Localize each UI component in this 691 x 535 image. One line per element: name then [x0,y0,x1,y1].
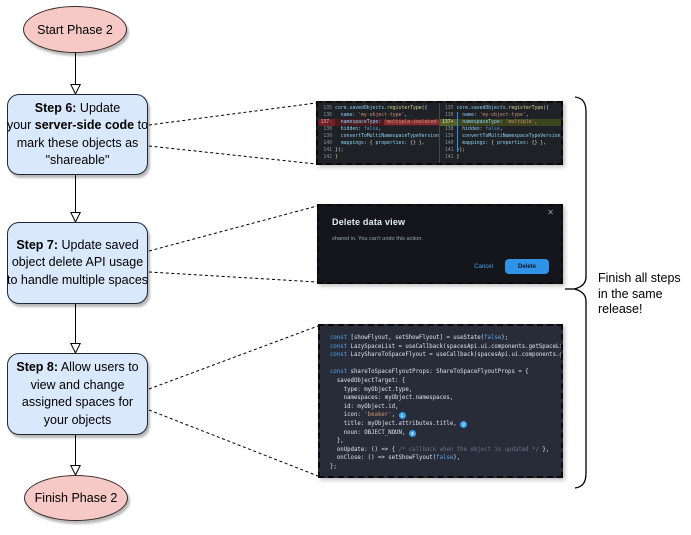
start-node: Start Phase 2 [23,6,127,53]
modal-body: shared in. You can't undo this action. [332,235,548,243]
delete-modal-panel: Delete data view ✕ shared in. You can't … [317,204,563,284]
delete-modal: Delete data view ✕ shared in. You can't … [319,206,561,282]
delete-button[interactable]: Delete [504,259,549,274]
finish-node: Finish Phase 2 [24,475,128,521]
brace-note: Finish all steps in the same release! [598,271,681,316]
close-icon[interactable]: ✕ [547,208,554,217]
start-label: Start Phase 2 [37,22,113,37]
modal-body-line-2: shared in. You can't undo this action. [332,236,423,242]
code-snippet-panel: const [showFlyout, setShowFlyout] = useS… [318,324,563,478]
finish-label: Finish Phase 2 [34,491,118,505]
indent-guide [456,112,458,152]
modal-actions: Cancel Delete [474,259,549,274]
dashed-connector [148,102,319,477]
curly-brace [565,96,587,489]
cancel-button[interactable]: Cancel [474,263,493,270]
modal-title: Delete data view [332,217,406,227]
